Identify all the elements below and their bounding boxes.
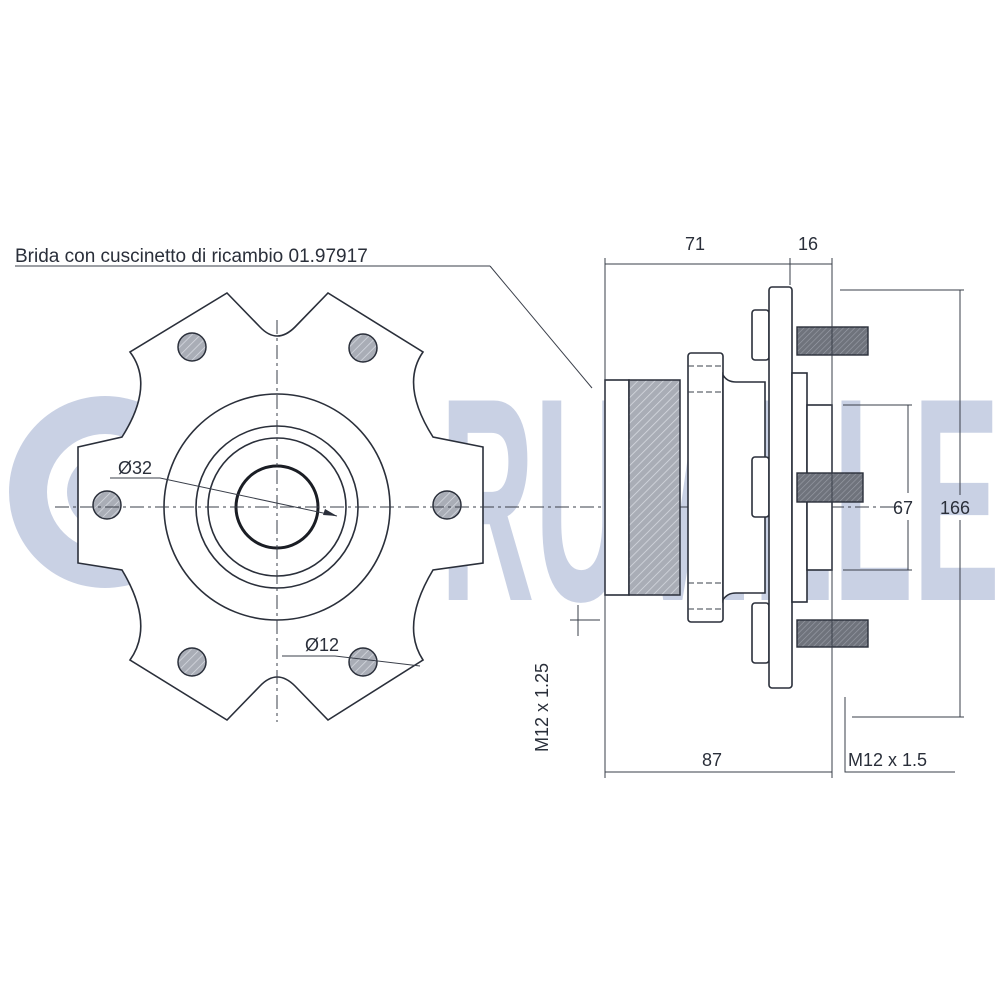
bolt-hole <box>177 332 207 362</box>
dim-71: 71 <box>685 234 705 254</box>
inner-thread-label: M12 x 1.25 <box>532 663 552 752</box>
stud-head <box>751 602 770 664</box>
wheel-flange <box>768 286 793 689</box>
bolt-hole-diameter-label: Ø12 <box>305 635 339 655</box>
dim-87: 87 <box>702 750 722 770</box>
bore-diameter-leader <box>110 477 338 517</box>
bolt-holes <box>92 332 462 677</box>
bolt-hole <box>348 333 378 363</box>
stud-thread-leader <box>844 697 955 773</box>
wheel-stud <box>796 472 864 503</box>
dim-16: 16 <box>798 234 818 254</box>
bearing-ring <box>604 379 630 596</box>
bolt-hole <box>177 647 207 677</box>
stud-head <box>751 309 770 361</box>
bore-diameter-label: Ø32 <box>118 458 152 478</box>
dim-67: 67 <box>893 498 913 518</box>
bolt-hole <box>348 647 378 677</box>
dim-166: 166 <box>940 498 970 518</box>
knuckle-flange <box>687 352 724 623</box>
bolt-hole <box>432 490 462 520</box>
side-view <box>604 286 869 689</box>
stud-thread-label: M12 x 1.5 <box>848 750 927 770</box>
hub-body <box>722 371 766 604</box>
front-view: Ø32 Ø12 <box>55 291 900 722</box>
stud-head <box>751 456 770 518</box>
label-leader <box>489 265 593 389</box>
bolt-hole <box>92 490 122 520</box>
bearing-section <box>628 379 681 596</box>
dimensions: 71 16 87 166 67 M12 x 1.5 M12 x 1.25 <box>532 234 970 778</box>
bolt-hole-leader <box>282 655 421 667</box>
part-description: Brida con cuscinetto di ricambio 01.9791… <box>15 246 368 267</box>
